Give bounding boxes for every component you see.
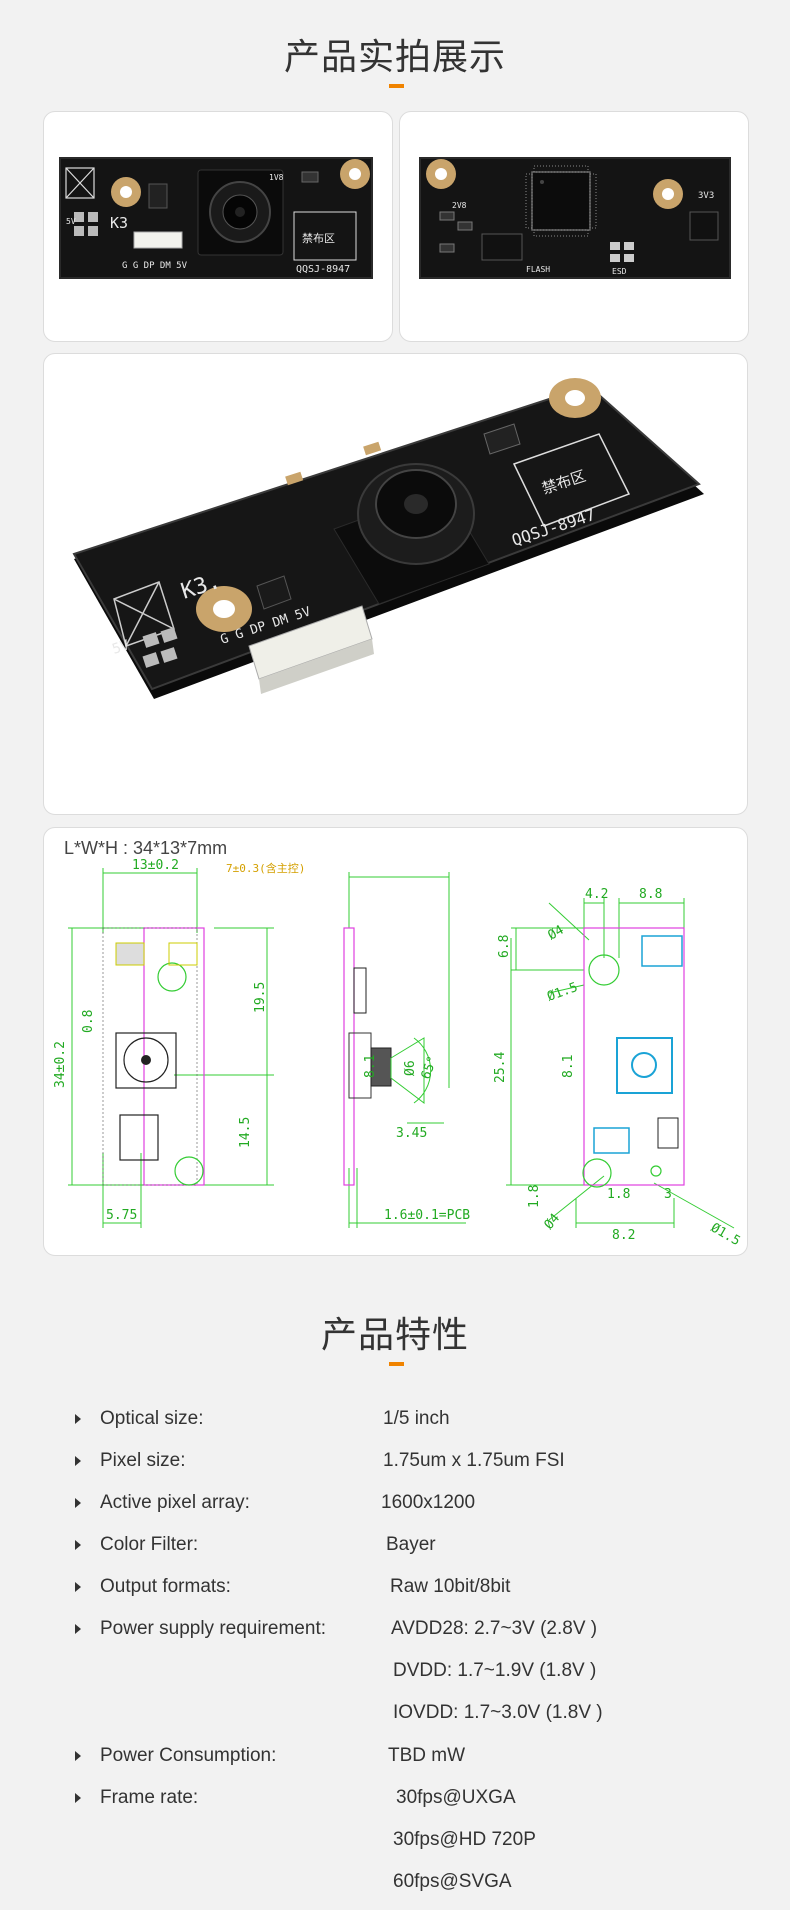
- feature-label: Optical size:: [100, 1408, 204, 1429]
- feature-value-continued: DVDD: 1.7~1.9V (1.8V ): [393, 1660, 597, 1681]
- dim-right-8-1: 8.1: [561, 1055, 576, 1078]
- mark-1v8: 1V8: [269, 173, 284, 182]
- photo-card-angle: K3. 5V G G DP DM 5V QQSJ-8947 禁布区: [43, 353, 748, 815]
- dim-0-8: 0.8: [81, 1010, 96, 1033]
- feature-row: Active pixel array: 1600x1200: [75, 1489, 715, 1519]
- dim-pcb: 1.6±0.1=PCB: [384, 1208, 470, 1223]
- dim-hole-4-bottom: Ø4: [542, 1211, 564, 1233]
- dim-height: 7±0.3(含主控): [226, 861, 305, 875]
- dim-lens-dia: Ø6: [403, 1060, 418, 1076]
- angle-mark-5v: 5V: [110, 637, 132, 658]
- board-back-photo: 2V8 3V3 FLASH ESD: [419, 157, 731, 279]
- features-title: 产品特性: [320, 1315, 469, 1356]
- dim-6-8: 6.8: [497, 935, 512, 958]
- feature-label: Active pixel array:: [100, 1492, 250, 1513]
- feature-value: Bayer: [386, 1534, 436, 1555]
- feature-value: 1600x1200: [381, 1492, 476, 1513]
- mechanical-drawing: 13±0.2 34±0.2 0.8 19.5 14.5 5.75 7±0.3(含…: [53, 858, 743, 1249]
- caret-right-icon: [75, 1582, 81, 1592]
- feature-value-continued: 30fps@HD 720P: [393, 1829, 536, 1850]
- dimensions-label: L*W*H : 34*13*7mm: [64, 838, 228, 858]
- feature-row: Power supply requirement: AVDD28: 2.7~3V…: [75, 1615, 715, 1645]
- dim-hole-1-5-top: Ø1.5: [545, 980, 580, 1005]
- feature-row: Optical size: 1/5 inch: [75, 1405, 715, 1435]
- feature-row: Power Consumption: TBD mW: [75, 1742, 715, 1772]
- dim-8-2: 8.2: [612, 1228, 635, 1243]
- feature-value-continued: 60fps@SVGA: [393, 1871, 512, 1892]
- mark-pins: G G DP DM 5V: [122, 261, 188, 271]
- feature-row: Frame rate: 30fps@UXGA: [75, 1784, 715, 1814]
- photo-card-back: 2V8 3V3 FLASH ESD: [399, 111, 749, 342]
- feature-label: Frame rate:: [100, 1787, 199, 1808]
- drawing-card: L*W*H : 34*13*7mm: [43, 827, 748, 1256]
- mark-flash: FLASH: [526, 265, 550, 274]
- gallery-title: 产品实拍展示: [283, 37, 506, 78]
- dim-hole-4-top: Ø4: [546, 923, 567, 944]
- feature-row: Pixel size: 1.75um x 1.75um FSI: [75, 1447, 715, 1477]
- dim-8-8: 8.8: [639, 887, 662, 902]
- dim-mid-8-1: 8.1: [363, 1055, 378, 1078]
- dim-width: 13±0.2: [132, 858, 179, 873]
- feature-value-continued: IOVDD: 1.7~3.0V (1.8V ): [393, 1702, 603, 1723]
- dim-3-45: 3.45: [396, 1126, 427, 1141]
- title-accent-bar: [389, 1362, 404, 1366]
- feature-row: Color Filter: Bayer: [75, 1531, 715, 1561]
- caret-right-icon: [75, 1793, 81, 1803]
- dim-1-8-bottom: 1.8: [607, 1187, 630, 1202]
- mark-esd: ESD: [612, 267, 627, 276]
- feature-value: AVDD28: 2.7~3V (2.8V ): [391, 1618, 598, 1639]
- dim-length: 34±0.2: [53, 1041, 68, 1088]
- caret-right-icon: [75, 1414, 81, 1424]
- dim-5-75: 5.75: [106, 1208, 137, 1223]
- feature-value: 1/5 inch: [383, 1408, 450, 1429]
- feature-value: 30fps@UXGA: [396, 1787, 516, 1808]
- mark-keepout: 禁布区: [302, 232, 335, 245]
- mark-2v8: 2V8: [452, 201, 467, 210]
- feature-row: Output formats: Raw 10bit/8bit: [75, 1573, 715, 1603]
- title-accent-bar: [389, 84, 404, 88]
- feature-label: Power Consumption:: [100, 1745, 277, 1766]
- dim-4-2: 4.2: [585, 887, 608, 902]
- caret-right-icon: [75, 1456, 81, 1466]
- dim-14-5: 14.5: [238, 1117, 253, 1148]
- dim-25-4: 25.4: [493, 1052, 508, 1083]
- caret-right-icon: [75, 1751, 81, 1761]
- feature-label: Color Filter:: [100, 1534, 199, 1555]
- caret-right-icon: [75, 1498, 81, 1508]
- feature-value: Raw 10bit/8bit: [390, 1576, 511, 1597]
- feature-label: Pixel size:: [100, 1450, 186, 1471]
- mark-3v3: 3V3: [698, 191, 714, 201]
- board-angle-photo: K3. 5V G G DP DM 5V QQSJ-8947 禁布区: [72, 378, 704, 699]
- mark-model: QQSJ-8947: [296, 264, 350, 275]
- feature-label: Output formats:: [100, 1576, 231, 1597]
- mark-k3: K3: [110, 214, 128, 232]
- caret-right-icon: [75, 1540, 81, 1550]
- feature-value: 1.75um x 1.75um FSI: [383, 1450, 565, 1471]
- dim-3: 3: [664, 1187, 672, 1202]
- dim-19-5: 19.5: [253, 982, 268, 1013]
- feature-value: TBD mW: [388, 1745, 466, 1766]
- mark-5v: 5V: [66, 217, 76, 226]
- dim-1-8-left: 1.8: [527, 1185, 542, 1208]
- board-front-photo: K3 5V G G DP DM 5V QQSJ-8947 1V8 禁布区: [59, 157, 373, 279]
- caret-right-icon: [75, 1624, 81, 1634]
- dim-hole-1-5-bottom: Ø1.5: [708, 1220, 743, 1249]
- photo-card-front: K3 5V G G DP DM 5V QQSJ-8947 1V8 禁布区: [43, 111, 393, 342]
- feature-label: Power supply requirement:: [100, 1618, 326, 1639]
- dim-angle: 65°: [419, 1054, 441, 1081]
